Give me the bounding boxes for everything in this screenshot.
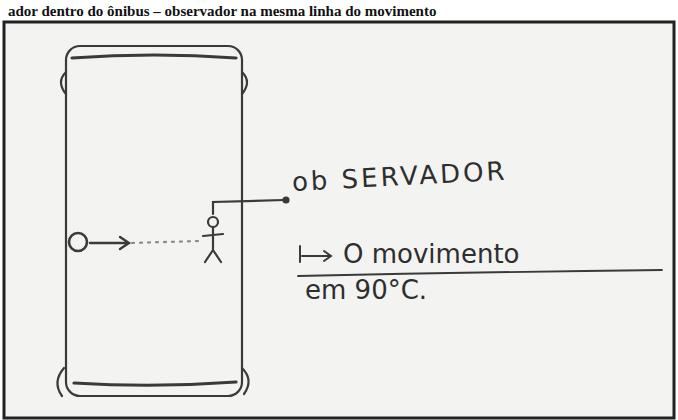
wheel: [242, 368, 249, 394]
car-rear-line: [74, 382, 236, 385]
wheel: [57, 368, 64, 396]
moving-object: [69, 233, 87, 251]
motion-arrow: [90, 237, 129, 249]
text-arrow: [300, 246, 331, 262]
leader-line: [213, 200, 284, 214]
car-front-line: [72, 55, 236, 58]
motion-note: O movimento em 90°C.: [305, 236, 535, 308]
observer-figure: [203, 227, 223, 262]
car-body: [66, 46, 242, 396]
observer-head: [208, 217, 218, 227]
wheel: [61, 72, 66, 94]
dotted-line: [132, 241, 198, 243]
leader-dot: [284, 198, 289, 203]
wheel: [242, 72, 247, 94]
caption-fragment: ador dentro do ônibus – observador na me…: [8, 2, 670, 20]
photo-frame: [4, 22, 674, 418]
